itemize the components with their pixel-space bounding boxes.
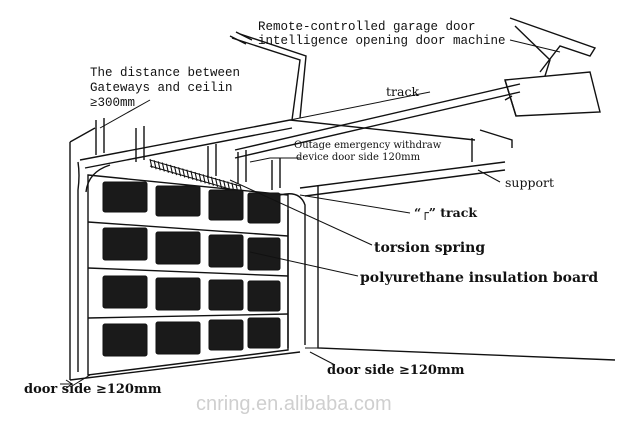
leader-track-top (289, 91, 431, 121)
post-1 (95, 118, 105, 155)
label-door-side-left: door side ≥120mm (24, 382, 162, 397)
right-horizontal-track-lower (304, 169, 506, 197)
panel-r1-c3 (208, 189, 244, 221)
support-bracket (471, 129, 513, 162)
right-horizontal-track (299, 161, 506, 189)
floor-line (69, 351, 301, 381)
panel-r2-c3 (208, 234, 244, 268)
label-track-top: track (386, 84, 419, 99)
label-remote-line1: Remote-controlled garage door (258, 20, 476, 34)
panel-r2-c2 (155, 231, 201, 265)
panel-r4-c1 (102, 323, 148, 357)
panel-r1-c4 (247, 192, 281, 224)
hanger-left (231, 37, 301, 121)
panel-r4-c4 (247, 317, 281, 349)
door-outline (87, 174, 289, 376)
door-seam-3 (87, 313, 289, 319)
panel-r4-c3 (208, 319, 244, 351)
leader-door-right (309, 351, 336, 366)
panel-r2-c1 (102, 227, 148, 261)
label-insulation-board: polyurethane insulation board (360, 270, 598, 286)
leader-door-left (71, 374, 91, 387)
leader-support (477, 169, 501, 183)
left-horizontal-track-lower (84, 127, 293, 169)
leader-distance (99, 99, 151, 129)
post-4 (237, 150, 247, 184)
panel-r3-c1 (102, 275, 148, 309)
panel-r4-c2 (155, 321, 201, 355)
torsion-spring (149, 158, 243, 195)
label-distance-line1: The distance between (90, 66, 240, 80)
opener-hanger (509, 17, 597, 77)
panel-r1-c1 (102, 181, 148, 213)
drive-rail-lower (234, 91, 521, 159)
drive-rail (234, 83, 521, 151)
dim-arrow-left (60, 379, 73, 389)
watermark-text: cnring.en.alibaba.com (196, 393, 392, 415)
label-gamma-track: “┌” track (414, 205, 477, 220)
leader-torsion (229, 179, 373, 246)
left-wall-top (69, 127, 96, 143)
door-panels (102, 181, 281, 357)
leader-outage (249, 157, 300, 163)
door-seam-1 (87, 221, 289, 237)
curved-track-left (77, 161, 80, 372)
left-bracket-mount (229, 31, 253, 45)
leader-remote (509, 39, 561, 53)
hanger-left-b (239, 33, 307, 119)
label-outage-line1: Outage emergency withdraw (294, 140, 442, 151)
label-remote-line2: intelligence opening door machine (258, 34, 506, 48)
panel-r2-c4 (247, 237, 281, 271)
label-door-side-right: door side ≥120mm (327, 363, 465, 378)
panel-r3-c2 (155, 277, 201, 311)
curved-track-right (279, 193, 306, 345)
post-3 (207, 144, 217, 178)
label-support: support (505, 175, 554, 190)
door-seam-2 (87, 267, 289, 277)
panel-r3-c3 (208, 279, 244, 311)
post-5 (271, 158, 281, 190)
label-outage-line2: device door side 120mm (296, 152, 421, 163)
leader-insulation (249, 251, 359, 277)
opener-box-side (504, 79, 517, 117)
label-distance-line3: ≥300mm (90, 96, 135, 110)
panel-r1-c2 (155, 185, 201, 217)
leader-gamma-track (299, 194, 411, 214)
label-distance-line2: Gateways and ceilin (90, 81, 233, 95)
post-2 (135, 126, 145, 162)
panel-r3-c4 (247, 280, 281, 312)
label-torsion-spring: torsion spring (374, 240, 485, 256)
opener-box (504, 71, 601, 117)
